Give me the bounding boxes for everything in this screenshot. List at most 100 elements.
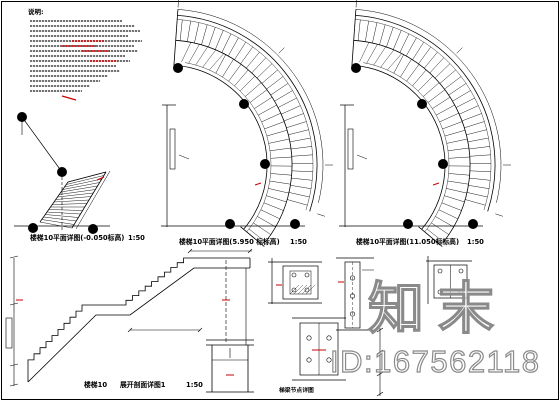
dimension-tick — [317, 213, 325, 217]
stair-tread-outer — [208, 27, 216, 48]
bolt-hole — [304, 272, 310, 278]
stair-tread — [45, 214, 79, 218]
stair-inner-string — [185, 62, 272, 232]
plan-2-caption: 楼梯10平面详图(5.950 标标高) — [179, 237, 280, 246]
dimension-tick — [9, 383, 19, 387]
stair-tread-inner — [447, 147, 469, 152]
stair-tread-outer — [289, 137, 311, 143]
stair-tread — [64, 178, 102, 188]
stair-tread-outer — [424, 51, 438, 69]
stair-tread — [41, 219, 75, 225]
stair-tread-outer — [286, 121, 307, 129]
stair-tread-inner — [439, 112, 459, 123]
stair-tread-inner — [263, 202, 284, 211]
stair-tread-outer — [291, 154, 313, 157]
stair-tread-inner — [222, 59, 234, 78]
stair-tread-inner — [257, 216, 276, 228]
stair-tread-inner — [423, 82, 440, 97]
stair-tread-outer — [288, 129, 309, 136]
general-notes-block: 说明: — [28, 7, 142, 101]
stair-bottom-end — [418, 226, 443, 247]
column-dot — [290, 219, 300, 229]
stair-tread — [55, 196, 92, 200]
dimension-tick — [9, 363, 19, 367]
stair-unfolded-section — [5, 248, 254, 393]
stair-tread-inner — [248, 228, 266, 243]
stair-tread-inner — [254, 97, 273, 109]
stair-tread-inner — [446, 138, 468, 144]
landing-line — [359, 42, 370, 63]
plan-3-caption: 楼梯10平面详图(11.050标标高) — [356, 237, 459, 246]
stair-tread-inner — [234, 69, 249, 87]
stair-tread-inner — [269, 180, 291, 185]
stair-tread-inner — [431, 222, 449, 235]
bolt-hole — [458, 289, 464, 295]
landing-line — [188, 44, 200, 64]
stair-tread-inner — [426, 228, 444, 243]
detail-a-hatch — [305, 284, 316, 295]
stair-tread-outer — [379, 24, 386, 45]
stair-tread-outer — [274, 90, 293, 102]
column-dot — [417, 99, 427, 109]
section-mark — [356, 154, 368, 160]
stair-tread-outer — [469, 177, 491, 181]
stair-tread-outer — [448, 83, 467, 96]
stair-tread-outer — [465, 199, 486, 206]
stair-tread-outer — [365, 20, 369, 42]
detail-a-hatch — [293, 284, 304, 295]
bolt-hole — [437, 289, 443, 295]
stair-tread-inner — [215, 54, 226, 74]
column-dot — [225, 219, 235, 229]
stair-tread-outer — [386, 27, 394, 48]
stair-tread-inner — [268, 188, 289, 194]
column-dot — [57, 167, 67, 177]
stair-tread-outer — [251, 57, 267, 74]
grid-line-diagonal — [21, 116, 63, 173]
bolt-hole — [458, 268, 464, 274]
stair-tread-outer — [412, 41, 424, 60]
stair-tread — [46, 211, 81, 215]
dimension-tick — [9, 302, 19, 306]
stair-tread-outer — [290, 185, 312, 189]
note-mark — [61, 95, 77, 101]
stair-tread-outer — [187, 20, 191, 42]
notes-text-lines — [30, 20, 142, 101]
stair-tread — [57, 192, 94, 198]
accent-mark — [432, 182, 440, 186]
level-bracket — [347, 128, 354, 170]
stair-tread-outer — [283, 113, 304, 122]
bolt-hole — [304, 287, 310, 293]
stair-tread-outer — [406, 37, 417, 57]
stair-tread-inner — [266, 195, 287, 203]
dimension-tick — [376, 327, 384, 333]
stair-tread-inner — [448, 173, 470, 176]
bolt-hole — [306, 335, 312, 341]
stair-tread-inner — [258, 104, 277, 116]
connection-details — [268, 256, 472, 397]
dimension-tick — [187, 248, 193, 254]
stair-tread-outer — [281, 105, 301, 115]
stair-tread-outer — [461, 113, 482, 122]
section-title: 楼梯10 — [84, 380, 107, 389]
landing-line — [209, 53, 224, 71]
dimension-tick — [376, 371, 384, 377]
stair-tread — [59, 189, 96, 195]
stair-inner-string — [363, 62, 450, 232]
stair-inner-edge — [177, 65, 268, 230]
stair-tread — [48, 209, 83, 211]
stair-tread-outer — [357, 19, 361, 41]
stair-tread-outer — [468, 146, 490, 150]
bolt-hole — [291, 287, 297, 293]
stair-tread-inner — [436, 104, 455, 116]
stair-tread-outer — [179, 19, 183, 41]
stair-tread-inner — [432, 97, 451, 109]
bolt-hole — [306, 357, 312, 363]
stair-tread-inner — [393, 54, 404, 74]
stair-tread-inner — [268, 138, 290, 144]
dimension-tick — [376, 391, 384, 397]
bolt-hole — [349, 311, 355, 317]
stair-tread-outer — [221, 33, 232, 53]
stair-tread-outer — [194, 22, 200, 44]
column-dot — [17, 112, 27, 122]
stair-tread — [52, 203, 87, 205]
